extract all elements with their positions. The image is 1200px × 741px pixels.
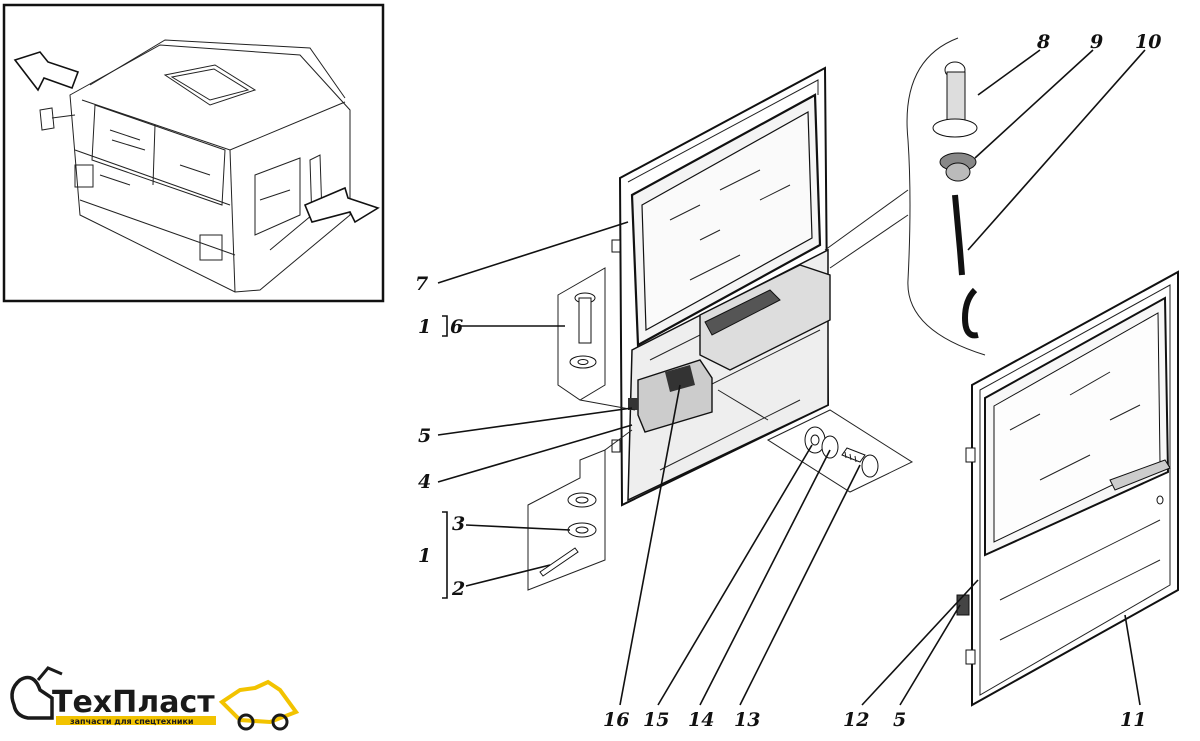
label-5-lower: 5 bbox=[893, 709, 906, 731]
label-5-upper: 5 bbox=[418, 425, 431, 447]
label-1-upper: 1 bbox=[418, 316, 431, 338]
pin-callout bbox=[557, 267, 636, 411]
logo-name: ТехПласт bbox=[52, 685, 215, 720]
label-14: 14 bbox=[688, 709, 714, 731]
arrow-icon bbox=[13, 51, 80, 92]
label-8: 8 bbox=[1036, 31, 1050, 53]
washer-callout bbox=[527, 429, 633, 591]
door-11 bbox=[956, 270, 1179, 707]
callout-labels: 7 1 6 5 4 3 1 2 8 9 10 16 15 14 13 12 5 … bbox=[415, 31, 1161, 731]
bolt-callout bbox=[717, 389, 914, 493]
handle-detail bbox=[824, 37, 986, 356]
label-11: 11 bbox=[1120, 709, 1146, 731]
label-9: 9 bbox=[1090, 31, 1103, 53]
loader-icon bbox=[218, 679, 300, 725]
leader-lines bbox=[437, 49, 1146, 706]
excavator-icon bbox=[10, 675, 54, 720]
label-4: 4 bbox=[418, 471, 431, 493]
label-13: 13 bbox=[734, 709, 760, 731]
label-6: 6 bbox=[450, 316, 463, 338]
logo-tagline: запчасти для спецтехники bbox=[70, 717, 194, 726]
cab-overview-inset bbox=[2, 3, 385, 303]
label-7: 7 bbox=[415, 273, 428, 295]
label-12: 12 bbox=[843, 709, 869, 731]
label-1-lower: 1 bbox=[418, 545, 431, 567]
label-3: 3 bbox=[452, 513, 465, 535]
arrow-icon bbox=[303, 186, 380, 224]
label-16: 16 bbox=[603, 709, 629, 731]
label-2: 2 bbox=[451, 578, 465, 600]
techplast-logo: ТехПласт запчасти для спецтехники bbox=[10, 666, 300, 731]
label-15: 15 bbox=[643, 709, 669, 731]
door-assembly bbox=[611, 66, 831, 507]
label-10: 10 bbox=[1135, 31, 1161, 53]
